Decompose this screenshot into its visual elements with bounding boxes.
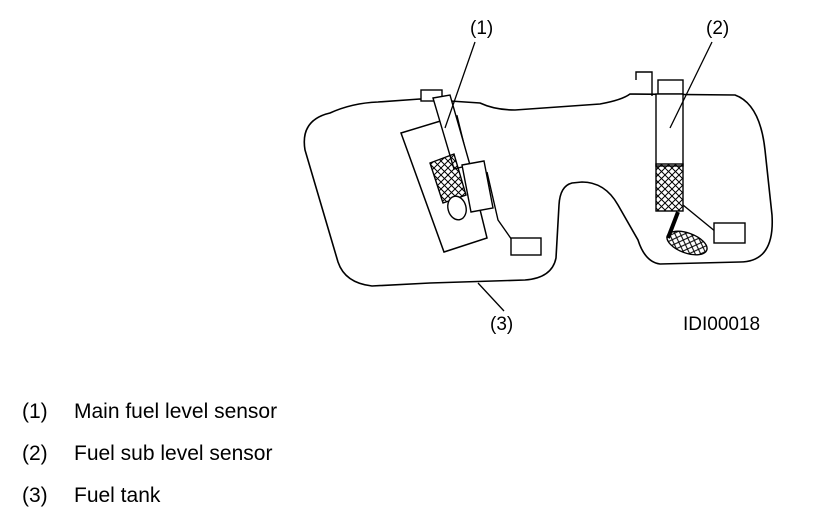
main-sensor-float-arm bbox=[486, 171, 513, 241]
main-sensor-pump-body bbox=[461, 160, 494, 213]
sub-sensor-float-arm bbox=[682, 204, 717, 233]
sub-sensor-filter-mesh bbox=[655, 163, 684, 212]
legend-item: (3) Fuel tank bbox=[22, 482, 277, 524]
callout-label-1: (1) bbox=[470, 18, 493, 39]
callout-label-3: (3) bbox=[490, 314, 513, 335]
legend-label: Fuel tank bbox=[74, 484, 161, 507]
leader-line-3 bbox=[477, 282, 505, 312]
main-fuel-level-sensor bbox=[400, 94, 542, 256]
legend-label: Fuel sub level sensor bbox=[74, 442, 273, 465]
legend-number: (2) bbox=[22, 442, 48, 465]
legend-number: (1) bbox=[22, 400, 48, 423]
legend-list: (1) Main fuel level sensor (2) Fuel sub … bbox=[22, 398, 277, 524]
callout-label-2: (2) bbox=[706, 18, 729, 39]
main-sensor-flange bbox=[420, 89, 443, 102]
legend-item: (2) Fuel sub level sensor bbox=[22, 440, 277, 482]
leader-line-1 bbox=[444, 41, 476, 129]
sub-sensor-float-box bbox=[713, 222, 746, 244]
main-sensor-float-box bbox=[510, 237, 542, 256]
sub-sensor-tube bbox=[655, 93, 684, 167]
legend-item: (1) Main fuel level sensor bbox=[22, 398, 277, 440]
sub-sensor-pipe bbox=[635, 71, 653, 96]
sub-sensor-flange bbox=[657, 79, 684, 95]
legend-label: Main fuel level sensor bbox=[74, 400, 278, 423]
legend-number: (3) bbox=[22, 484, 48, 507]
fuel-tank-diagram: (1) (2) (3) IDI00018 bbox=[303, 18, 773, 335]
figure-id: IDI00018 bbox=[683, 314, 760, 335]
fuel-tank-outline bbox=[303, 93, 773, 287]
leader-line-2 bbox=[669, 41, 713, 129]
main-sensor-filter-mesh bbox=[429, 153, 467, 204]
main-sensor-float bbox=[447, 195, 467, 221]
fuel-sub-level-sensor bbox=[655, 93, 746, 256]
sub-sensor-float bbox=[666, 230, 708, 256]
